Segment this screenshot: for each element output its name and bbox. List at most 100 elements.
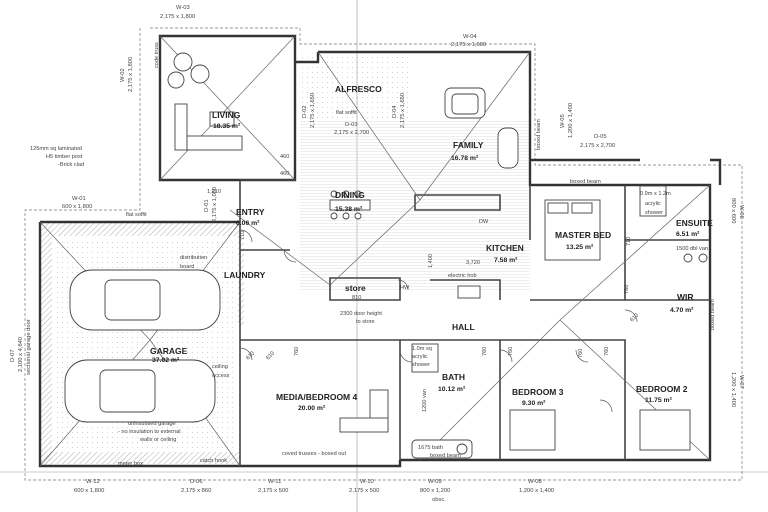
post-note-3: -Brick clad [58, 162, 84, 168]
room-living-name: LIVING [212, 110, 241, 120]
room-bed2-area: 11.75 m² [645, 397, 673, 404]
dim-3720: 3,720 [466, 260, 480, 266]
d03-size: 2,175 x 2,700 [334, 130, 369, 136]
room-hall-name: HALL [452, 322, 475, 332]
d04-id: D-04 [392, 105, 398, 118]
boxed-beam-bath-note: boxed beam [430, 453, 461, 459]
d03-id: D-03 [345, 122, 358, 128]
room-kitchen-area: 7.58 m² [494, 257, 518, 264]
bath-shower-3: shower [412, 362, 430, 368]
d06-id: D-06 [190, 479, 203, 485]
w04-size: 2,175 x 1,600 [451, 42, 486, 48]
furniture [64, 52, 708, 459]
w07-size: 1,200 x 1,400 [730, 372, 736, 407]
room-garage-area: 37.02 m² [152, 357, 180, 364]
room-dining-area: 15.38 m² [335, 206, 363, 213]
d02-id: D-02 [302, 105, 308, 118]
door-height-note-1: 2300 door height [340, 311, 382, 317]
roof-outline [24, 27, 743, 481]
door-swings [239, 229, 638, 413]
room-garage-name: GARAGE [150, 346, 188, 356]
room-dining-name: DINING [335, 190, 365, 200]
ensuite-vanity: 1500 dbl van [676, 246, 708, 252]
distribution-board-1: distribution [180, 255, 207, 261]
d01-size: 2,175 x 1,060 [212, 187, 218, 222]
room-living-area: 18.35 m² [213, 123, 241, 130]
uninsulated-1: uninsulated garage [128, 421, 176, 427]
wall-hatch [40, 222, 244, 466]
room-entry-name: ENTRY [236, 207, 265, 217]
w01-size: 600 x 1,800 [62, 204, 92, 210]
dim-810: 810 [352, 295, 361, 301]
d01-id: D-01 [204, 199, 210, 212]
post-note-1: 125mm sq laminated [30, 146, 82, 152]
room-alfresco-name: ALFRESCO [335, 84, 382, 94]
dim-460-a: 460 [280, 154, 289, 160]
d05-size: 2,175 x 2,700 [580, 143, 615, 149]
dim-760-a: 760 [294, 347, 300, 356]
uninsulated-3: walls or ceiling [139, 437, 176, 443]
d06-size: 2,175 x 860 [181, 488, 211, 494]
w02-size: 2,175 x 1,800 [128, 57, 134, 92]
uninsulated-2: - no insulation to external [118, 429, 181, 435]
ensuite-shower-2: acrylic [645, 201, 661, 207]
flat-soffit-note: flat soffit [126, 212, 147, 218]
room-family-name: FAMILY [453, 140, 484, 150]
bath-shower-2: acrylic [412, 354, 428, 360]
dim-710-b: 710 [626, 237, 632, 246]
dim-760-b: 760 [482, 347, 488, 356]
meter-box-note: meter box [118, 461, 143, 467]
hw-label: HW [400, 285, 410, 291]
d02-size: 2,175 x 1,650 [310, 93, 316, 128]
dim-760-e: 760 [604, 347, 610, 356]
electric-hob-note: electric hob [448, 273, 477, 279]
d05-id: D-05 [594, 134, 607, 140]
ceiling-access-1: ceiling [212, 364, 228, 370]
w11-id: W-11 [268, 479, 281, 485]
dim-610-a: 610 [245, 351, 256, 362]
boxed-beam-wir-note: boxed beam [710, 299, 716, 330]
dim-460-b: 460 [280, 171, 289, 177]
w01-id: W-01 [72, 196, 86, 202]
room-store-name: store [345, 283, 366, 293]
d04-size: 2,175 x 1,650 [400, 93, 406, 128]
d07-id: D-07 [10, 349, 16, 362]
room-ensuite-name: ENSUITE [676, 218, 713, 228]
w03-size: 2,175 x 1,800 [160, 14, 195, 20]
dw-label: DW [479, 219, 489, 225]
room-bed2-name: BEDROOM 2 [636, 384, 688, 394]
dim-710-a: 710 [240, 231, 246, 240]
w08-size: 1,200 x 1,400 [519, 488, 554, 494]
w10-id: W-10 [360, 479, 374, 485]
w12-size: 600 x 1,800 [74, 488, 104, 494]
w09-size: 800 x 1,200 [420, 488, 450, 494]
room-master-bed-area: 13.25 m² [566, 244, 594, 251]
bath-shower-1: 1.0m sq [412, 346, 432, 352]
room-kitchen-name: KITCHEN [486, 243, 524, 253]
dim-760-d: 760 [578, 349, 584, 358]
dim-760-f: 760 [624, 285, 630, 294]
room-wir-name: WIR [677, 292, 694, 302]
w02-id: W-02 [120, 68, 126, 82]
ensuite-shower-3: shower [645, 210, 663, 216]
room-family-area: 16.78 m² [451, 155, 479, 162]
code-truss-note: code truss [154, 42, 160, 68]
w12-id: W-12 [86, 479, 100, 485]
w03-id: W-03 [176, 5, 190, 11]
dim-1210: 1,210 [207, 189, 221, 195]
coved-trusses-note: coved trusses - boxed out [282, 451, 346, 457]
catch-hook-note: catch hook [200, 458, 227, 464]
alfresco-floor [300, 54, 410, 119]
post-note-2: H5 timber post [46, 154, 83, 160]
ensuite-shower-1: 0.9m x 1.2m [640, 191, 671, 197]
dim-610-c: 610 [629, 313, 640, 324]
w08-id: W-08 [528, 479, 542, 485]
flat-soffit-note-2: flat soffit [336, 110, 357, 116]
boxed-beam-note: boxed beam [536, 119, 542, 150]
dim-760-c: 760 [508, 347, 514, 356]
room-media-area: 20.00 m² [298, 405, 326, 412]
d07-size: 2,100 x 4,840 [18, 337, 24, 372]
room-bed3-area: 9.30 m² [522, 400, 546, 407]
distribution-board-2: board [180, 264, 194, 270]
